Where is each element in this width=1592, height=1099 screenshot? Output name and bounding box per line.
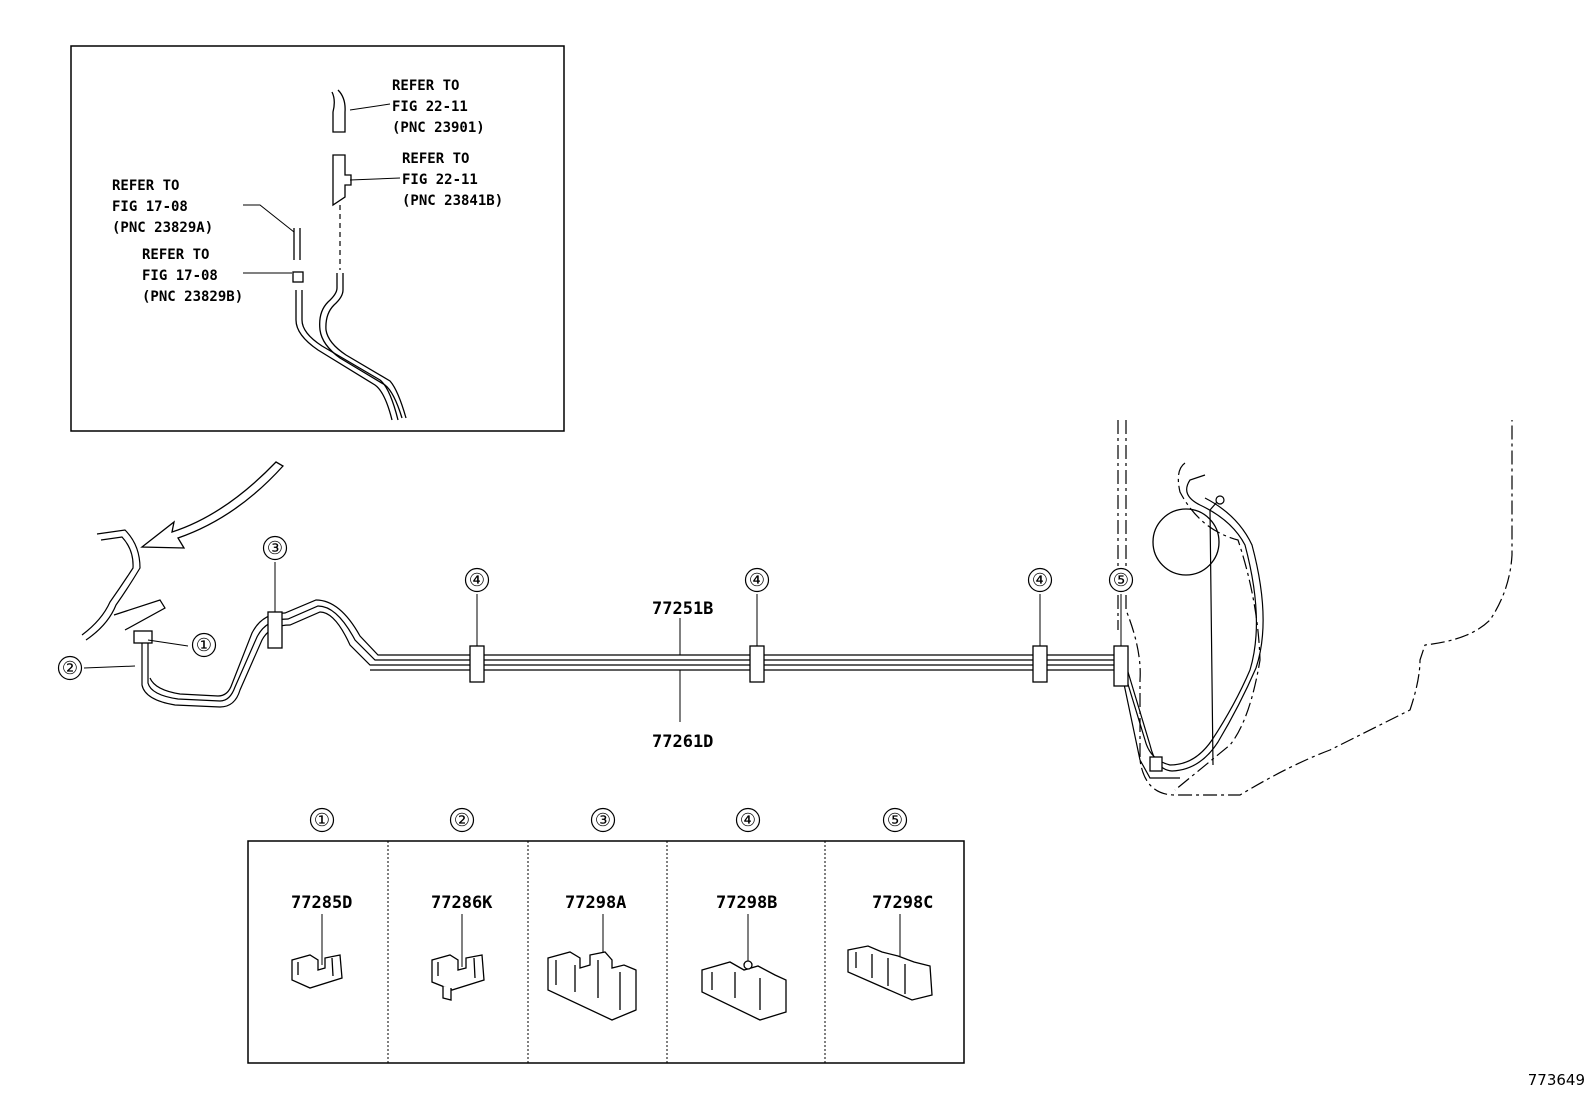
fuel-pipes	[81, 474, 1264, 779]
detail-arrow-icon	[140, 461, 285, 549]
table-header-4: ④	[735, 807, 761, 833]
inset-callout-pnc-23901: REFER TO FIG 22-11 (PNC 23901)	[392, 78, 485, 136]
callout-marker-2-label: ②	[62, 658, 78, 679]
table-part-number-2: 77286K	[431, 893, 493, 913]
table-part-number-4: 77298B	[716, 893, 777, 913]
inset-leaders	[243, 103, 401, 274]
callout-marker-3-label: ③	[267, 538, 283, 559]
callout-line: FIG 22-11	[402, 172, 478, 188]
callout-marker-1: ①	[191, 632, 217, 658]
pipe-clamps	[133, 611, 1163, 772]
table-header-5: ⑤	[882, 807, 908, 833]
clip-77285d-icon	[291, 954, 343, 989]
callout-line: (PNC 23829A)	[112, 220, 213, 236]
callout-marker-5-label: ⑤	[1113, 570, 1129, 591]
callout-marker-4a: ④	[464, 567, 490, 593]
callout-marker-2: ②	[57, 655, 83, 681]
table-header-5-label: ⑤	[887, 810, 903, 831]
table-part-number-3: 77298A	[565, 893, 626, 913]
clip-77286k-icon	[431, 954, 485, 1001]
figure-id: 773649	[1528, 1071, 1585, 1089]
table-header-1-label: ①	[314, 810, 330, 831]
inset-callout-pnc-23829b: REFER TO FIG 17-08 (PNC 23829B)	[142, 247, 243, 305]
clip-77298c-icon	[847, 945, 933, 1001]
callout-line: FIG 17-08	[142, 268, 218, 284]
callout-marker-5: ⑤	[1108, 567, 1134, 593]
callout-line: (PNC 23901)	[392, 120, 485, 136]
table-header-4-label: ④	[740, 810, 756, 831]
parts-table: ① ② ③ ④ ⑤ 77285D 77286K 77298A 77298B 77…	[247, 807, 965, 1064]
table-part-number-1: 77285D	[291, 893, 352, 913]
callout-marker-1-label: ①	[196, 635, 212, 656]
table-header-1: ①	[309, 807, 335, 833]
callout-marker-4b-label: ④	[749, 570, 765, 591]
table-header-3: ③	[590, 807, 616, 833]
callout-marker-4c-label: ④	[1032, 570, 1048, 591]
body-outline	[1117, 420, 1513, 796]
part-label-77251b: 77251B	[652, 599, 713, 619]
inset-detail: REFER TO FIG 22-11 (PNC 23901) REFER TO …	[70, 45, 565, 432]
table-part-number-5: 77298C	[872, 893, 933, 913]
callout-line: FIG 22-11	[392, 99, 468, 115]
tank-filler-outline	[1152, 508, 1220, 576]
callout-marker-4c: ④	[1027, 567, 1053, 593]
callout-marker-4b: ④	[744, 567, 770, 593]
clip-77298a-icon	[547, 951, 637, 1021]
callout-line: REFER TO	[142, 247, 209, 263]
clip-77298b-icon	[701, 960, 787, 1021]
inset-frame	[70, 45, 565, 432]
callout-marker-3: ③	[262, 535, 288, 561]
callout-markers: ① ② ③ ④ ④ ④ ⑤	[57, 535, 1134, 681]
callout-line: (PNC 23829B)	[142, 289, 243, 305]
inset-connectors	[331, 89, 352, 207]
inset-callout-pnc-23829a: REFER TO FIG 17-08 (PNC 23829A)	[112, 178, 213, 236]
callout-leaders	[83, 562, 1122, 722]
callout-marker-4a-label: ④	[469, 570, 485, 591]
inset-pipes	[292, 228, 407, 421]
table-header-2-label: ②	[454, 810, 470, 831]
inset-callout-pnc-23841b: REFER TO FIG 22-11 (PNC 23841B)	[402, 151, 503, 209]
table-header-2: ②	[449, 807, 475, 833]
callout-line: REFER TO	[402, 151, 469, 167]
callout-line: REFER TO	[112, 178, 179, 194]
part-label-77261d: 77261D	[652, 732, 713, 752]
callout-line: (PNC 23841B)	[402, 193, 503, 209]
table-header-3-label: ③	[595, 810, 611, 831]
callout-line: FIG 17-08	[112, 199, 188, 215]
callout-line: REFER TO	[392, 78, 459, 94]
parts-table-dividers	[387, 841, 826, 1063]
parts-table-frame	[247, 840, 965, 1064]
